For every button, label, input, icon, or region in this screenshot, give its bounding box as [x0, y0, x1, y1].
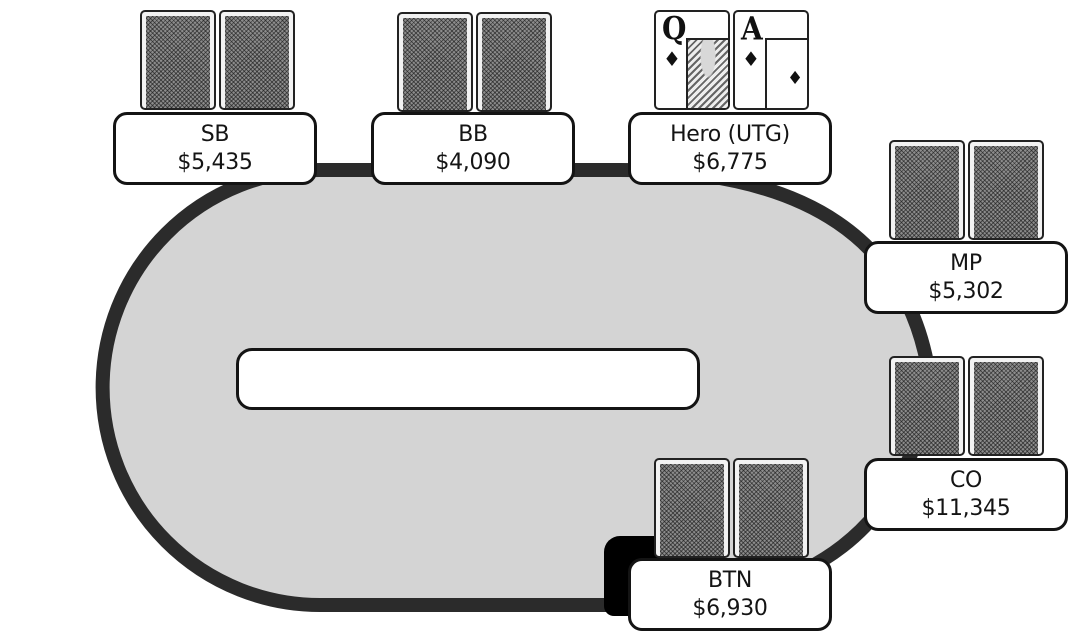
seat-name: MP: [950, 250, 982, 278]
seat-name: BB: [458, 121, 488, 149]
card-back: [889, 140, 965, 240]
card-back: [733, 458, 809, 558]
card-rank: A: [741, 12, 763, 47]
seat-name: Hero (UTG): [670, 121, 790, 149]
hero-card-ace-diamonds: A ♦ ♦: [733, 10, 809, 110]
hero-card-queen-diamonds: Q ♦: [654, 10, 730, 110]
seat-co: CO $11,345: [864, 458, 1068, 531]
seat-name: SB: [201, 121, 229, 149]
seat-stack: $5,302: [928, 278, 1003, 306]
community-board: [236, 348, 700, 410]
seat-stack: $6,775: [692, 149, 767, 177]
seat-sb: SB $5,435: [113, 112, 317, 185]
diamond-icon: ♦: [663, 48, 681, 70]
seat-name: CO: [950, 467, 982, 495]
seat-stack: $4,090: [435, 149, 510, 177]
card-back: [968, 356, 1044, 456]
card-back: [140, 10, 216, 110]
card-back: [219, 10, 295, 110]
card-back: [476, 12, 552, 112]
card-back: [968, 140, 1044, 240]
seat-btn: BTN $6,930: [628, 558, 832, 631]
seat-stack: $5,435: [177, 149, 252, 177]
card-back: [889, 356, 965, 456]
seat-stack: $11,345: [922, 495, 1011, 523]
card-back: [397, 12, 473, 112]
diamond-icon: ♦: [787, 68, 803, 89]
diamond-icon: ♦: [742, 48, 760, 70]
card-back: [654, 458, 730, 558]
card-rank: Q: [662, 12, 686, 47]
seat-hero: Hero (UTG) $6,775: [628, 112, 832, 185]
seat-mp: MP $5,302: [864, 241, 1068, 314]
seat-name: BTN: [708, 567, 752, 595]
seat-stack: $6,930: [692, 595, 767, 623]
queen-portrait-icon: [686, 38, 730, 110]
seat-bb: BB $4,090: [371, 112, 575, 185]
